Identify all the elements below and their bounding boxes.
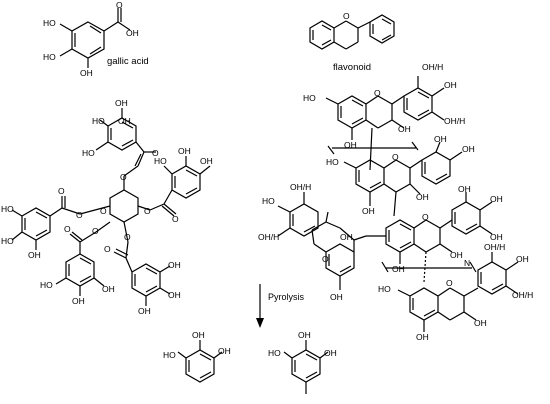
tannin-oh-14: OH <box>168 260 181 270</box>
ct-oh-15: OH <box>474 318 487 328</box>
gallic-acid-carbonyl-o: O <box>116 0 123 10</box>
tannin-ho-9: HO <box>1 236 14 246</box>
flavonoid-ring-o: O <box>343 11 350 21</box>
tannin-oh-12: OH <box>72 296 85 306</box>
pyrolysis-label: Pyrolysis <box>268 292 305 302</box>
flavonoid-structure <box>309 14 395 50</box>
condensed-tannin-structure <box>277 76 519 332</box>
gallic-acid-oh-3: OH <box>80 68 93 78</box>
pyrogallol-structure <box>177 340 223 383</box>
ct-oh-17: OH <box>516 254 529 264</box>
pyrogallol-oh-2: OH <box>218 346 231 356</box>
ct-oh-10: OH <box>490 232 503 242</box>
ct-ho-1: HO <box>303 93 316 103</box>
gallic-acid-ho-2: HO <box>43 52 56 62</box>
tannin-ho-11: HO <box>40 280 53 290</box>
tannin-oh-13: OH <box>102 284 115 294</box>
tannin-carbonyl-o-3: O <box>58 186 65 196</box>
tannin-ester-o-4: O <box>92 226 99 236</box>
methylpyrogallol-ho: HO <box>268 348 281 358</box>
gallic-acid-ho-1: HO <box>43 18 56 28</box>
ct-oh-h-4: OH/H <box>484 242 505 252</box>
tannin-ho-8: HO <box>1 204 14 214</box>
ct-oh-14: OH <box>330 292 343 302</box>
ct-oh-9: OH <box>490 194 503 204</box>
ct-o-3: O <box>422 212 429 222</box>
tannin-glucose-o: O <box>100 206 107 216</box>
tannin-ester-o-1: O <box>120 172 127 182</box>
tannin-ester-o-5: O <box>124 232 131 242</box>
ct-oh-3: OH <box>398 124 411 134</box>
tannin-oh-5: OH <box>178 146 191 156</box>
ct-oh-h-5: OH/H <box>512 290 533 300</box>
gallic-acid-structure <box>59 8 131 68</box>
ct-o-2: O <box>392 152 399 162</box>
pyrogallol-oh-1: OH <box>192 330 205 340</box>
gallotannin-structure <box>11 108 211 306</box>
ct-oh-8: OH <box>458 184 471 194</box>
pyrogallol-ho: HO <box>163 350 176 360</box>
ct-oh-5: OH <box>462 144 475 154</box>
ct-oh-12: OH <box>392 264 405 274</box>
methylpyrogallol-structure <box>283 340 329 394</box>
ct-oh-13: OH <box>340 232 353 242</box>
tannin-oh-7: OH <box>200 156 213 166</box>
ct-oh-h-2: OH/H <box>444 116 465 126</box>
ct-oh-7: OH <box>362 206 375 216</box>
tannin-ho-4: HO <box>82 148 95 158</box>
methylpyrogallol-oh-1: OH <box>298 330 311 340</box>
ct-oh-6: OH <box>416 192 429 202</box>
polymer-n-label: N <box>464 258 470 268</box>
ct-oh-1: OH <box>444 80 457 90</box>
tannin-carbonyl-o-4: O <box>64 224 71 234</box>
tannin-carbonyl-o-1: O <box>152 148 159 158</box>
tannin-oh-1: HO <box>92 116 105 126</box>
ct-o-1: O <box>374 88 381 98</box>
ct-ho-3: HO <box>262 196 275 206</box>
ct-oh-h-1: OH/H <box>422 62 443 72</box>
methylpyrogallol-oh-2: OH <box>324 348 337 358</box>
gallic-acid-label: gallic acid <box>107 56 149 67</box>
tannin-ester-o-3: O <box>76 210 83 220</box>
tannin-oh-15: OH <box>168 290 181 300</box>
tannin-oh-3: OH <box>118 116 131 126</box>
tannin-carbonyl-o-5: O <box>104 244 111 254</box>
gallic-acid-acid-oh: OH <box>126 28 139 38</box>
ct-oh-2: OH <box>344 140 357 150</box>
ct-o-4: O <box>322 254 329 264</box>
tannin-ho-6: HO <box>154 156 167 166</box>
tannin-carbonyl-o-2: O <box>172 214 179 224</box>
ct-ho-2: HO <box>326 157 339 167</box>
flavonoid-label: flavonoid <box>333 62 371 73</box>
ct-ho-4: HO <box>378 284 391 294</box>
ct-oh-11: OH <box>450 250 463 260</box>
ct-oh-16: OH <box>416 332 429 342</box>
ct-o-5: O <box>446 278 453 288</box>
tannin-oh-2: OH <box>115 98 128 108</box>
tannin-ester-o-2: O <box>144 206 151 216</box>
tannin-oh-16: OH <box>138 306 151 316</box>
ct-oh-h-3: OH/H <box>290 182 311 192</box>
tannin-oh-10: OH <box>28 250 41 260</box>
ct-oh-4: OH <box>434 134 447 144</box>
pyrolysis-arrow <box>256 284 264 328</box>
ct-oh-h-left: OH/H <box>258 232 279 242</box>
